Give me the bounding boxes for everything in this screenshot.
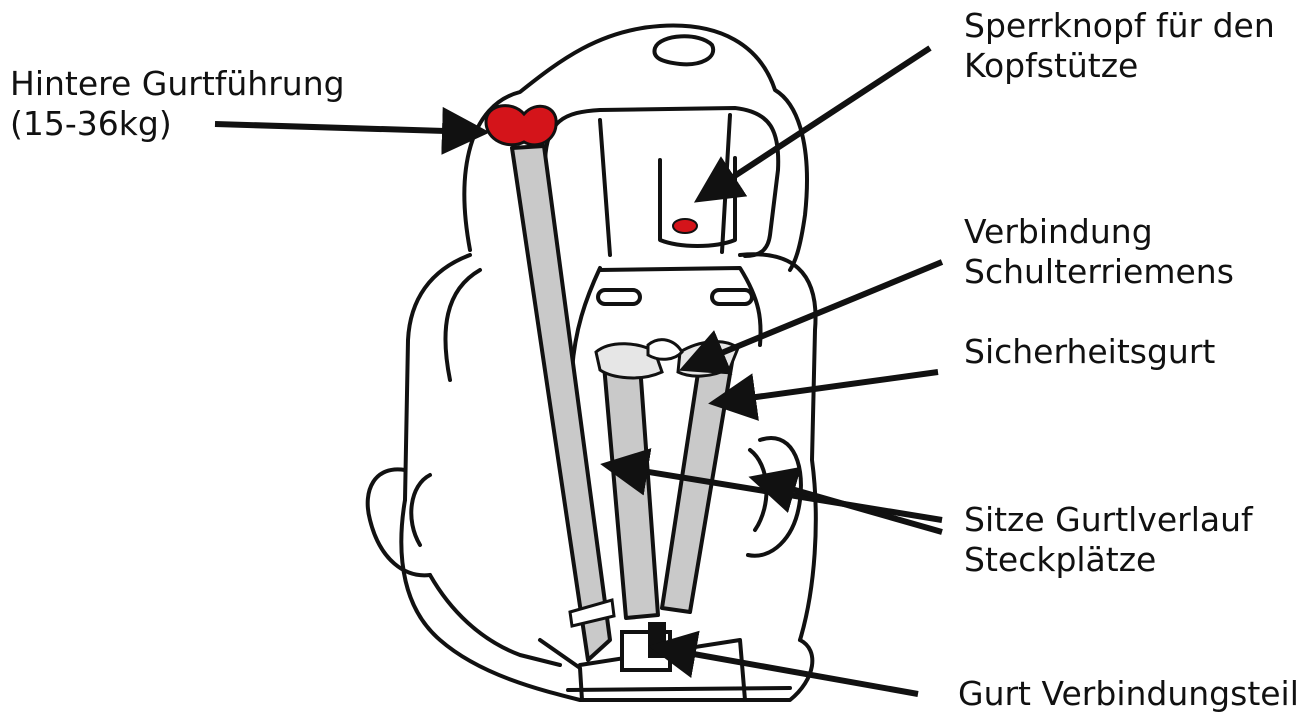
headrest-front bbox=[658, 156, 737, 248]
left-wing bbox=[403, 253, 472, 502]
lap-belt-clip bbox=[568, 598, 616, 628]
label-belt-routing-slots-line1: Sitze Gurtlverlauf bbox=[964, 500, 1253, 539]
harness-adjuster bbox=[646, 338, 684, 361]
arrow-headrest-lock bbox=[693, 45, 932, 203]
shoulder-connector-left bbox=[594, 342, 664, 380]
harness-strap-left bbox=[602, 363, 660, 620]
label-safety-belt: Sicherheitsgurt bbox=[964, 332, 1215, 372]
label-belt-buckle-line1: Gurt Verbindungsteil bbox=[958, 674, 1299, 713]
label-shoulder-strap-connection-line1: Verbindung bbox=[964, 212, 1153, 251]
headrest-handle bbox=[652, 34, 716, 67]
label-headrest-lock-line1: Sperrknopf für den bbox=[964, 6, 1275, 45]
left-side-inner bbox=[443, 268, 482, 382]
arrow-rear-belt-guide bbox=[214, 106, 490, 155]
label-rear-belt-guide-line1: Hintere Gurtführung bbox=[10, 64, 345, 103]
label-belt-routing-slots-line2: Steckplätze bbox=[964, 540, 1157, 579]
arrow-belt-buckle bbox=[648, 630, 919, 697]
label-belt-routing-slots: Sitze Gurtlverlauf Steckplätze bbox=[964, 500, 1253, 580]
backrest-slot-right bbox=[710, 288, 754, 306]
label-rear-belt-guide: Hintere Gurtführung (15-36kg) bbox=[10, 64, 345, 144]
label-belt-buckle: Gurt Verbindungsteil bbox=[958, 674, 1299, 714]
backrest-slot-left bbox=[596, 288, 642, 306]
arrow-belt-routing-1 bbox=[600, 448, 943, 523]
seat-outline bbox=[365, 23, 818, 702]
headrest-inner bbox=[543, 106, 781, 258]
arrow-safety-belt bbox=[708, 369, 939, 421]
label-headrest-lock: Sperrknopf für den Kopfstütze bbox=[964, 6, 1275, 86]
buckle-tongue bbox=[648, 622, 666, 658]
right-wing bbox=[738, 252, 818, 642]
arrow-shoulder-connection bbox=[678, 259, 944, 375]
label-shoulder-strap-connection-line2: Schulterriemens bbox=[964, 252, 1234, 291]
headrest-lock-button bbox=[672, 218, 698, 234]
label-rear-belt-guide-line2: (15-36kg) bbox=[10, 104, 172, 143]
label-shoulder-strap-connection: Verbindung Schulterriemens bbox=[964, 212, 1234, 292]
label-headrest-lock-line2: Kopfstütze bbox=[964, 46, 1139, 85]
left-armrest bbox=[365, 467, 432, 578]
label-safety-belt-line1: Sicherheitsgurt bbox=[964, 332, 1216, 371]
vehicle-shoulder-belt bbox=[510, 144, 612, 662]
rear-belt-guide-highlight bbox=[484, 104, 558, 147]
arrow-belt-routing-2 bbox=[748, 466, 943, 535]
backrest-face bbox=[598, 266, 763, 347]
